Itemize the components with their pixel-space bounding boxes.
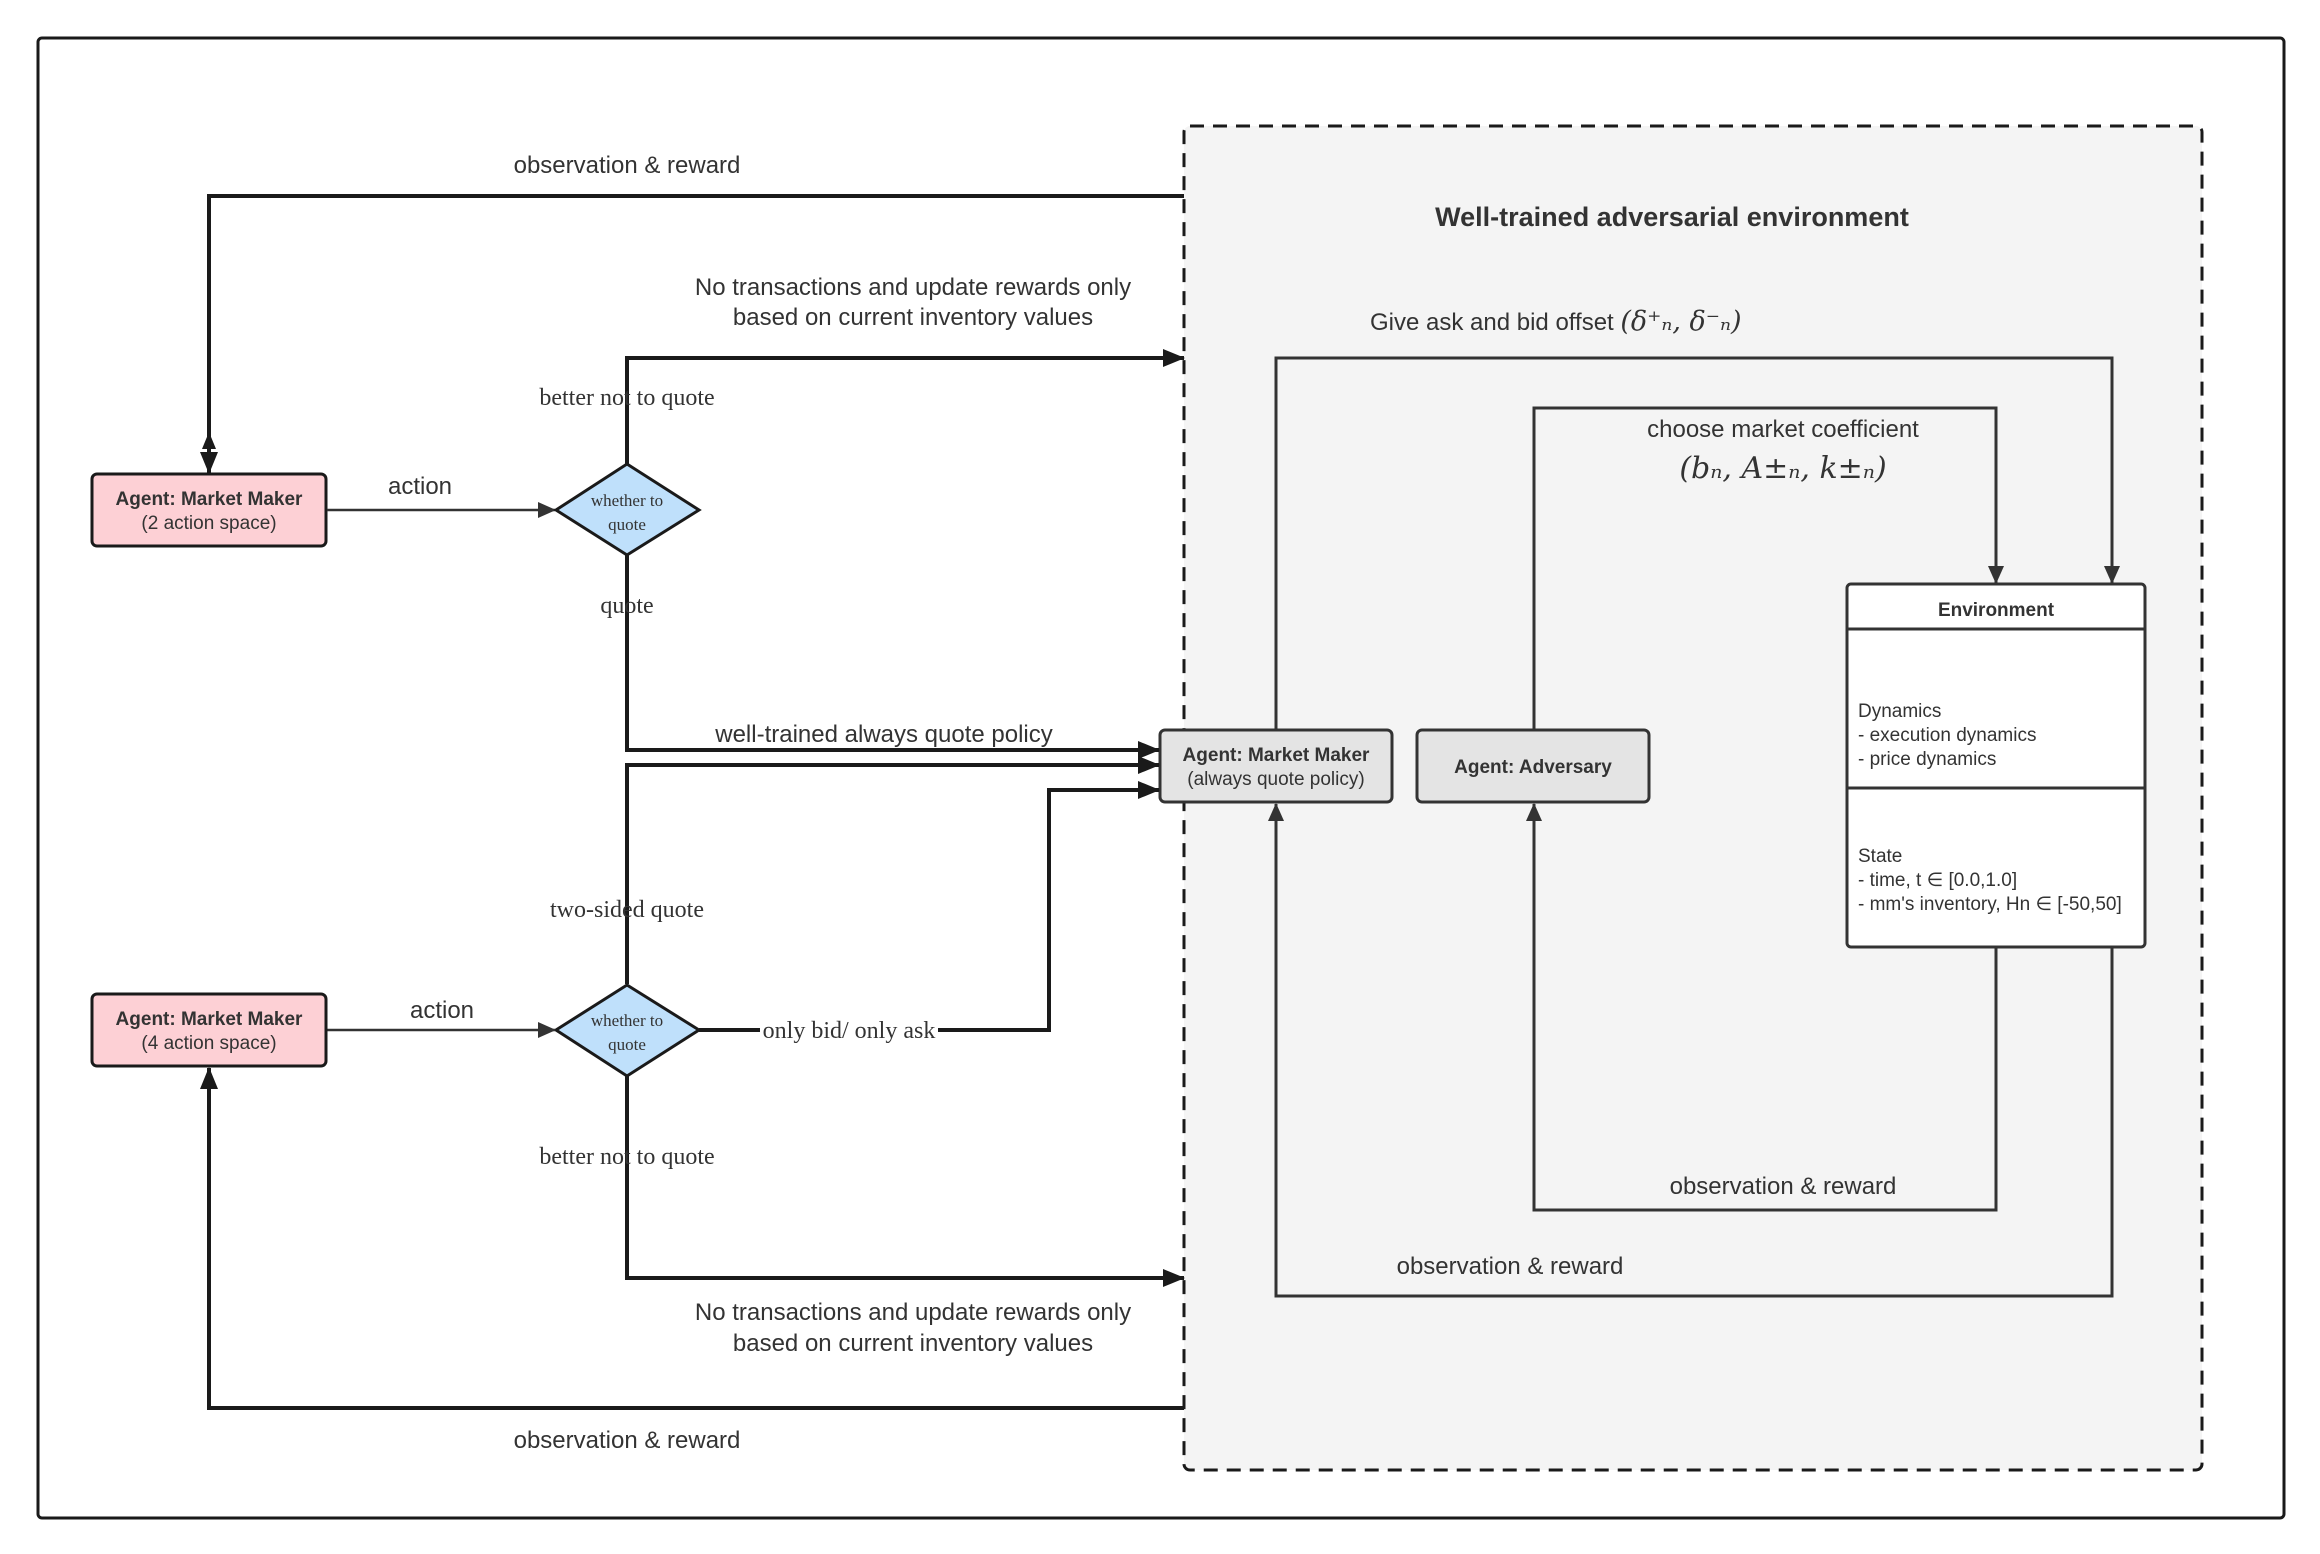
bottom-no-transactions-line2: based on current inventory values xyxy=(733,1330,1093,1357)
adversary-node: Agent: Adversary xyxy=(1415,728,1651,804)
bottom-decision-line2: quote xyxy=(608,1035,646,1054)
adversary-title: Agent: Adversary xyxy=(1454,757,1612,778)
top-quote-edge xyxy=(625,555,1160,759)
top-no-transactions-line2: based on current inventory values xyxy=(733,304,1093,331)
state-line-2: - time, t ∈ [0.0,1.0] xyxy=(1858,870,2017,891)
bottom-obs-reward-label: observation & reward xyxy=(514,1427,741,1454)
outer-obs-reward-label: observation & reward xyxy=(1397,1253,1624,1280)
offset-edge xyxy=(1274,356,2120,730)
bottom-obs-reward-edge xyxy=(200,1067,1184,1410)
coefficient-edge xyxy=(1532,406,2004,730)
state-line-1: State xyxy=(1858,846,1902,867)
choose-coeff-label: choose market coefficient xyxy=(1647,416,1919,443)
top-decision-line1: whether to xyxy=(591,491,663,510)
bottom-better-not-label: better not to quote xyxy=(539,1144,714,1170)
dynamics-line-1: Dynamics xyxy=(1858,701,1941,722)
inner-mm-title: Agent: Market Maker xyxy=(1183,745,1370,766)
environment-box-title: Environment xyxy=(1938,600,2055,621)
outer-frame xyxy=(36,36,2286,1520)
bottom-market-maker-node[interactable]: Agent: Market Maker (4 action space) xyxy=(90,992,328,1068)
top-mm-title: Agent: Market Maker xyxy=(116,489,303,510)
top-decision-node: whether to quote xyxy=(553,462,702,557)
environment-panel-title: Well-trained adversarial environment xyxy=(1435,202,1909,232)
give-offset-label: Give ask and bid offset (δ⁺ₙ, δ⁻ₙ) xyxy=(1370,306,1742,337)
bottom-better-not-edge xyxy=(625,1076,1185,1287)
two-sided-edge xyxy=(625,756,1160,984)
top-action-label: action xyxy=(388,473,452,500)
well-trained-policy-label: well-trained always quote policy xyxy=(714,721,1053,748)
inner-mm-subtitle: (always quote policy) xyxy=(1187,769,1364,790)
bottom-no-transactions-line1: No transactions and update rewards only xyxy=(695,1299,1131,1326)
bottom-mm-title: Agent: Market Maker xyxy=(116,1009,303,1030)
top-obs-reward-edge xyxy=(200,194,1184,474)
top-mm-subtitle: (2 action space) xyxy=(141,513,276,534)
bottom-action-label: action xyxy=(410,997,474,1024)
outer-obs-reward-edge xyxy=(1268,803,2114,1298)
bottom-decision-node: whether to quote xyxy=(553,983,702,1078)
bottom-decision-line1: whether to xyxy=(591,1011,663,1030)
two-sided-label: two-sided quote xyxy=(550,897,704,923)
top-market-maker-node[interactable]: Agent: Market Maker (2 action space) xyxy=(90,472,328,548)
bottom-mm-subtitle: (4 action space) xyxy=(141,1033,276,1054)
environment-box: Environment Dynamics - execution dynamic… xyxy=(1845,582,2147,949)
top-no-transactions-line1: No transactions and update rewards only xyxy=(695,274,1131,301)
state-line-3: - mm's inventory, Hn ∈ [-50,50] xyxy=(1858,894,2122,915)
dynamics-line-3: - price dynamics xyxy=(1858,749,1996,770)
top-decision-line2: quote xyxy=(608,515,646,534)
top-better-not-label: better not to quote xyxy=(539,385,714,411)
top-better-not-edge xyxy=(625,349,1185,464)
only-bid-ask-edge xyxy=(699,781,1160,1032)
choose-coeff-math: (bₙ, A±ₙ, k±ₙ) xyxy=(1679,451,1886,486)
only-bid-ask-label: only bid/ only ask xyxy=(763,1018,936,1044)
inner-market-maker-node: Agent: Market Maker (always quote policy… xyxy=(1158,728,1394,804)
top-obs-reward-label: observation & reward xyxy=(514,152,741,179)
inner-obs-reward-label: observation & reward xyxy=(1670,1173,1897,1200)
inner-obs-reward-edge xyxy=(1526,803,1998,1212)
dynamics-line-2: - execution dynamics xyxy=(1858,725,2036,746)
top-quote-label: quote xyxy=(600,593,653,619)
